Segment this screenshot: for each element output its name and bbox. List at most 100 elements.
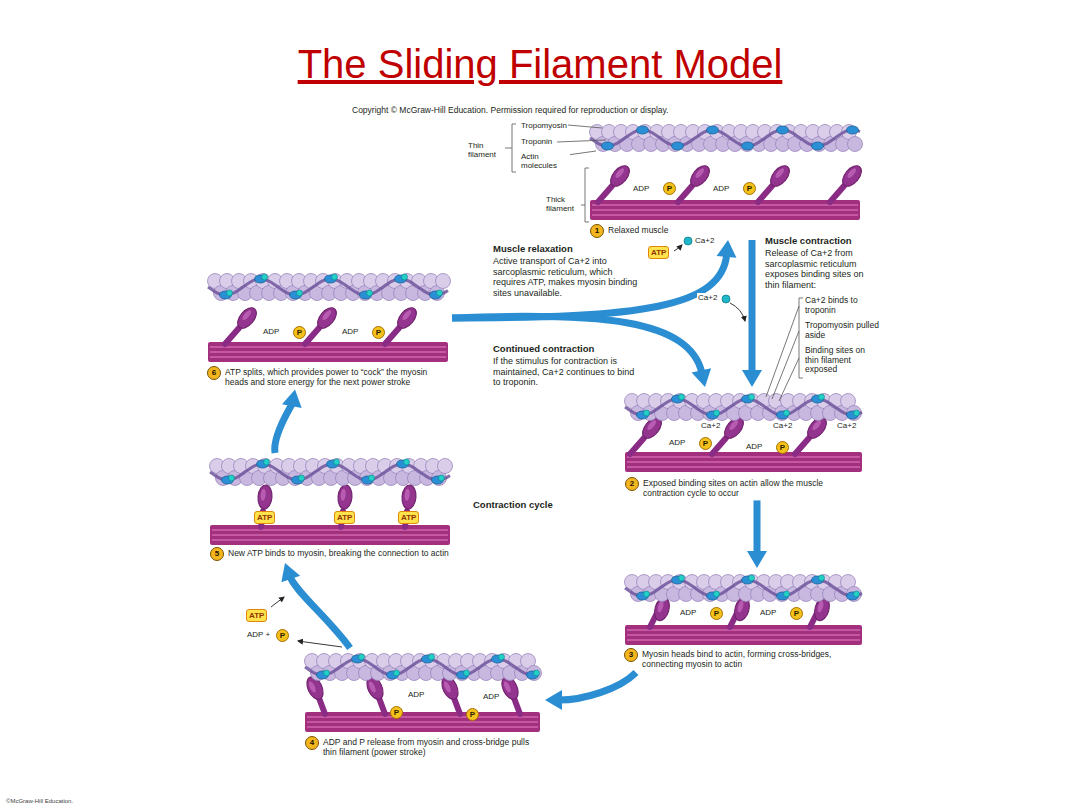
- troponin: [292, 476, 304, 484]
- leader-line: [557, 140, 606, 142]
- ion-label: Ca+2: [772, 421, 793, 430]
- troponin: [672, 142, 684, 150]
- myosin-neck: [379, 698, 385, 714]
- troponin: [672, 395, 684, 403]
- myosin-head-highlight: [241, 309, 253, 321]
- myosin-head: [839, 162, 865, 189]
- thin-filament-bracket: [512, 124, 516, 172]
- myosin-neck: [514, 698, 520, 714]
- troponin: [847, 411, 859, 419]
- myosin-head: [394, 304, 420, 331]
- panel-node: 4 ADP and P release from myosin and cross…: [305, 650, 543, 757]
- caption-row: 1Relaxed muscle: [590, 224, 862, 238]
- troponin: [637, 126, 649, 134]
- myosin-head-highlight: [694, 167, 706, 179]
- leader-line: [568, 125, 602, 128]
- tropomyosin-strand: [305, 659, 539, 675]
- filament-panel: [590, 125, 866, 221]
- thick-filament-stripe: [307, 721, 538, 722]
- bound-calcium: [437, 290, 443, 296]
- thick-filament: [625, 625, 862, 645]
- cycle-arrow: [545, 672, 636, 710]
- bound-calcium: [784, 591, 790, 597]
- cycle-arrow: [275, 389, 302, 453]
- myosin-head: [767, 162, 793, 189]
- troponin: [257, 460, 269, 468]
- bound-calcium: [369, 475, 375, 481]
- small-arrows: [271, 245, 745, 647]
- thick-filament: [305, 712, 540, 732]
- bound-calcium: [332, 274, 338, 280]
- panel-node: 1Relaxed muscle: [590, 120, 862, 238]
- troponin: [707, 126, 719, 134]
- calcium-ion: [722, 295, 730, 303]
- troponin: [527, 671, 539, 679]
- troponin: [637, 592, 649, 600]
- actin-bead: [847, 587, 862, 602]
- arrow-shaft: [749, 240, 756, 373]
- contraction-bracket: [799, 298, 803, 378]
- copyright-note: Copyright © McGraw-Hill Education. Permi…: [352, 106, 668, 116]
- bound-calcium: [262, 274, 268, 280]
- panel-caption: Myosin heads bind to actin, forming cros…: [642, 648, 864, 669]
- myosin-head-highlight: [657, 600, 665, 613]
- troponin: [222, 476, 234, 484]
- myosin-head-highlight: [308, 681, 318, 694]
- part-label: Thick filament: [545, 195, 581, 213]
- note-text: Release of Ca+2 from sarcoplasmic reticu…: [765, 248, 877, 290]
- troponin: [777, 126, 789, 134]
- note-heading: Continued contraction: [493, 344, 594, 355]
- myosin-head-highlight: [614, 167, 626, 179]
- caption-row: 6ATP splits, which provides power to “co…: [207, 366, 450, 387]
- phosphate-badge: P: [390, 706, 403, 719]
- bound-calcium: [819, 575, 825, 581]
- cycle-arrow: [742, 240, 762, 387]
- panel-node: 2Exposed binding sites on actin allow th…: [625, 389, 865, 498]
- arrow-head: [692, 368, 712, 387]
- panel-node: 3Myosin heads bind to actin, forming cro…: [624, 570, 864, 669]
- bound-calcium: [297, 290, 303, 296]
- myosin-neck: [795, 438, 809, 454]
- callout-number: 6: [207, 366, 221, 380]
- callout-number: 2: [625, 477, 639, 491]
- myosin-neck: [225, 328, 239, 344]
- troponin: [707, 411, 719, 419]
- part-label: Troponin: [520, 137, 553, 146]
- thick-filament-stripe: [210, 356, 446, 357]
- myosin-head-highlight: [443, 681, 453, 694]
- caption-row: 2Exposed binding sites on actin allow th…: [625, 477, 865, 498]
- myosin-neck: [630, 438, 644, 454]
- bound-calcium: [854, 591, 860, 597]
- bound-calcium: [264, 459, 270, 465]
- leader-line: [766, 306, 799, 397]
- myosin-neck: [454, 698, 460, 714]
- section-heading: Contraction cycle: [473, 500, 553, 511]
- thick-filament: [590, 200, 860, 220]
- myosin-head-highlight: [817, 600, 825, 613]
- bound-calcium: [784, 410, 790, 416]
- ion-label: Ca+2: [694, 236, 715, 245]
- caption-row: 3Myosin heads bind to actin, forming cro…: [624, 648, 864, 669]
- bound-calcium: [299, 475, 305, 481]
- bound-calcium: [714, 591, 720, 597]
- troponin: [742, 576, 754, 584]
- panel-node: 5New ATP binds to myosin, breaking the c…: [210, 455, 452, 561]
- leader-line: [772, 331, 799, 399]
- myosin-head: [234, 304, 260, 331]
- note-text: Ca+2 binds to troponin: [805, 296, 881, 315]
- bound-calcium: [402, 274, 408, 280]
- thick-filament-stripe: [307, 716, 538, 717]
- myosin-head: [687, 162, 713, 189]
- troponin: [220, 291, 232, 299]
- troponin: [430, 291, 442, 299]
- panel-caption: ADP and P release from myosin and cross-…: [323, 736, 543, 757]
- troponin: [812, 576, 824, 584]
- callout-number: 1: [590, 224, 604, 238]
- calcium-ion: [684, 237, 692, 245]
- filament-panels: [208, 125, 866, 733]
- troponin: [457, 671, 469, 679]
- thick-filament-stripe: [307, 726, 538, 727]
- callout-number: 4: [305, 736, 319, 750]
- filament-panel: [625, 394, 863, 473]
- thick-filament-stripe: [212, 534, 448, 535]
